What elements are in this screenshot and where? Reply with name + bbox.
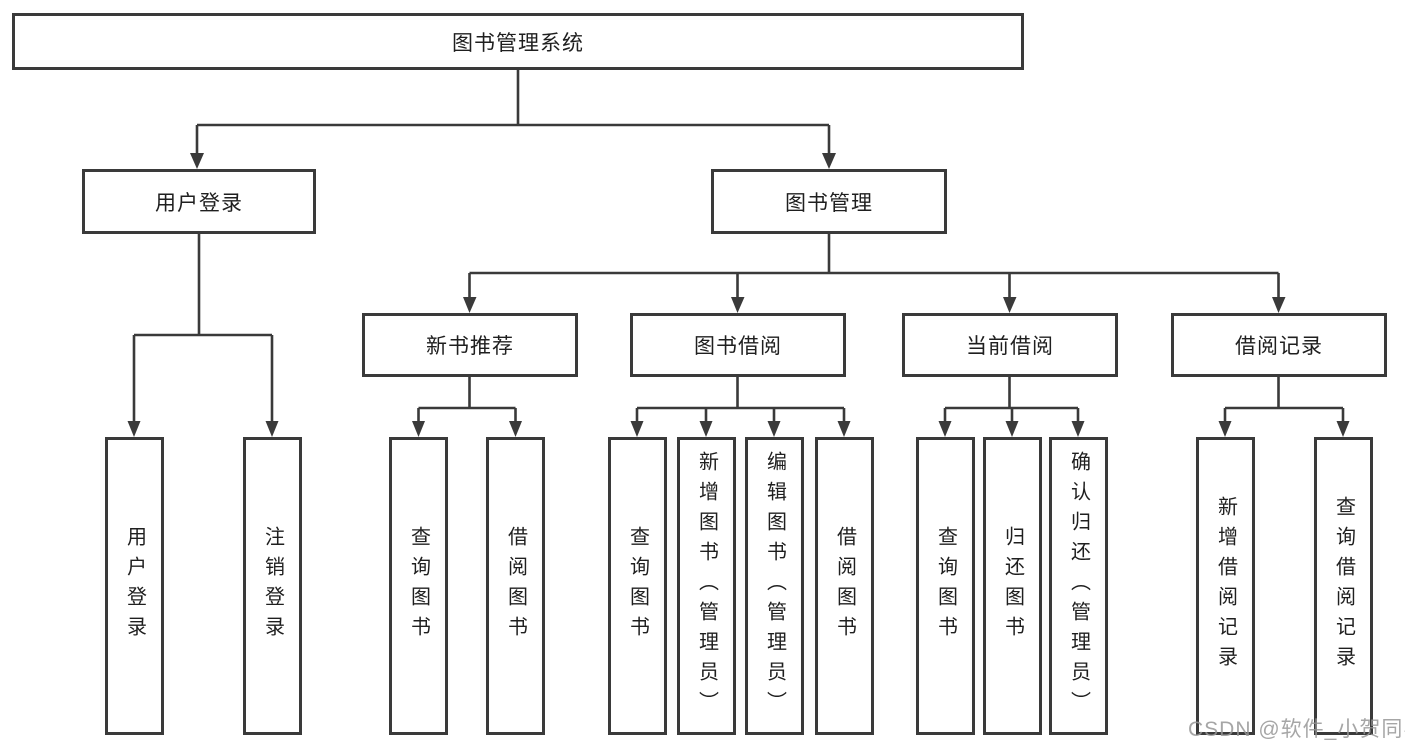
leaf-label: 查询图书 bbox=[407, 526, 430, 646]
leaf-confirm-return-admin: 确认归还（管理员） bbox=[1049, 437, 1108, 735]
leaf-label: 归还图书 bbox=[1001, 526, 1024, 646]
node-book-management: 图书管理 bbox=[711, 169, 947, 234]
node-label: 当前借阅 bbox=[966, 335, 1054, 358]
leaf-label: 借阅图书 bbox=[504, 526, 527, 646]
edge-lines bbox=[132, 70, 1345, 422]
leaf-return-book: 归还图书 bbox=[983, 437, 1042, 735]
leaf-label: 确认归还（管理员） bbox=[1067, 451, 1090, 721]
leaf-edit-book-admin: 编辑图书（管理员） bbox=[745, 437, 804, 735]
leaf-borrow-books-recommend: 借阅图书 bbox=[486, 437, 545, 735]
leaf-query-borrow-record: 查询借阅记录 bbox=[1314, 437, 1373, 735]
node-current-borrow: 当前借阅 bbox=[902, 313, 1118, 377]
node-label: 图书管理系统 bbox=[452, 31, 584, 55]
node-new-book-recommend: 新书推荐 bbox=[362, 313, 578, 377]
leaf-query-books-borrow: 查询图书 bbox=[608, 437, 667, 735]
node-root-library-system: 图书管理系统 bbox=[12, 13, 1024, 70]
leaf-label: 新增借阅记录 bbox=[1214, 496, 1237, 676]
leaf-label: 编辑图书（管理员） bbox=[763, 451, 786, 721]
leaf-logout: 注销登录 bbox=[243, 437, 302, 735]
leaf-label: 借阅图书 bbox=[833, 526, 856, 646]
node-borrow-records: 借阅记录 bbox=[1171, 313, 1387, 377]
leaf-label: 查询图书 bbox=[934, 526, 957, 646]
leaf-label: 注销登录 bbox=[261, 526, 284, 646]
node-label: 图书借阅 bbox=[694, 335, 782, 358]
node-book-borrow: 图书借阅 bbox=[630, 313, 846, 377]
node-label: 用户登录 bbox=[155, 191, 243, 215]
node-label: 借阅记录 bbox=[1235, 335, 1323, 358]
node-user-login: 用户登录 bbox=[82, 169, 316, 234]
leaf-borrow-books: 借阅图书 bbox=[815, 437, 874, 735]
node-label: 图书管理 bbox=[785, 191, 873, 215]
leaf-query-books-current: 查询图书 bbox=[916, 437, 975, 735]
leaf-label: 新增图书（管理员） bbox=[695, 451, 718, 721]
leaf-query-books-recommend: 查询图书 bbox=[389, 437, 448, 735]
leaf-label: 用户登录 bbox=[123, 526, 146, 646]
leaf-add-borrow-record: 新增借阅记录 bbox=[1196, 437, 1255, 735]
leaf-label: 查询图书 bbox=[626, 526, 649, 646]
leaf-label: 查询借阅记录 bbox=[1332, 496, 1355, 676]
leaf-add-book-admin: 新增图书（管理员） bbox=[677, 437, 736, 735]
csdn-watermark: CSDN @软件_小贺同学 bbox=[1188, 718, 1405, 741]
leaf-user-login: 用户登录 bbox=[105, 437, 164, 735]
node-label: 新书推荐 bbox=[426, 335, 514, 358]
arrowheads bbox=[127, 153, 1350, 437]
